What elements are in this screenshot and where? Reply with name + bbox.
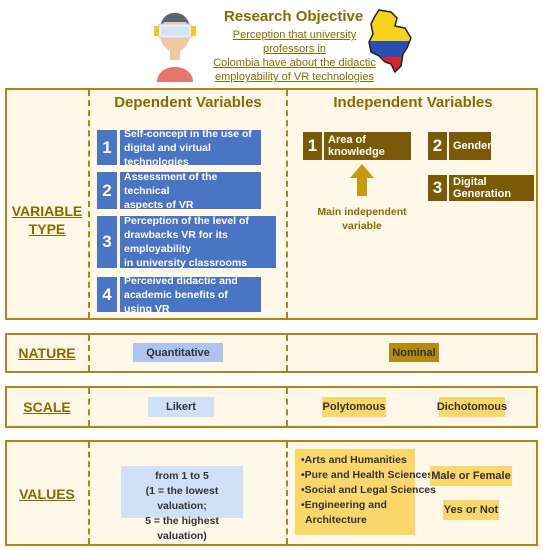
divider-label	[88, 90, 90, 318]
independent-item-gender: Gender	[449, 132, 492, 160]
divider-dep-ind	[286, 90, 288, 318]
nature-divider-label	[88, 335, 90, 371]
nature-panel	[5, 333, 538, 373]
nature-label: NATURE	[18, 345, 76, 361]
colombia-map-icon	[365, 8, 413, 74]
values-panel	[5, 440, 538, 546]
scale-polytomous-tag: Polytomous	[322, 397, 386, 417]
scale-label: SCALE	[23, 399, 71, 415]
scale-dependent-tag: Likert	[148, 397, 214, 417]
scale-panel	[5, 386, 538, 428]
vr-headset-person-icon	[152, 2, 198, 82]
variable-type-panel	[5, 88, 538, 320]
values-digital-tag: Yes or Not	[443, 500, 499, 520]
up-arrow-icon	[350, 164, 374, 196]
research-objective-title: Research Objective	[224, 8, 364, 25]
dependent-item-1-number: 1	[97, 130, 117, 165]
dependent-item-4-number: 4	[97, 277, 117, 312]
scale-divider-dep-ind	[286, 388, 288, 426]
values-areas-of-knowledge-list: •Arts and Humanities •Pure and Health Sc…	[295, 449, 436, 535]
independent-item-area-of-knowledge: Area of knowledge	[324, 132, 411, 160]
values-gender-tag: Male or Female	[430, 466, 512, 486]
main-independent-variable-note: Main independent variable	[317, 206, 407, 232]
dependent-item-3-number: 3	[97, 216, 117, 268]
values-label: VALUES	[19, 486, 75, 502]
research-objective-subtitle: Perception that university professors in…	[213, 29, 376, 83]
independent-variables-title: Independent Variables	[333, 94, 493, 111]
independent-item-3-number: 3	[428, 175, 447, 201]
scale-dichotomous-tag: Dichotomous	[437, 397, 507, 417]
dependent-item-2-number: 2	[97, 172, 117, 209]
values-divider-dep-ind	[286, 442, 288, 544]
nature-independent-tag: Nominal	[389, 343, 439, 362]
dependent-variables-title: Dependent Variables	[114, 94, 262, 111]
scale-divider-label	[88, 388, 90, 426]
nature-dependent-tag: Quantitative	[133, 343, 223, 362]
independent-item-digital-generation: Digital Generation	[449, 175, 534, 201]
nature-divider-dep-ind	[286, 335, 288, 371]
variable-type-label: VARIABLE TYPE	[11, 203, 83, 237]
values-likert-range: from 1 to 5 (1 = the lowest valuation; 5…	[121, 466, 243, 542]
independent-item-1-number: 1	[303, 132, 322, 160]
values-divider-label	[88, 442, 90, 544]
independent-item-2-number: 2	[428, 132, 447, 160]
